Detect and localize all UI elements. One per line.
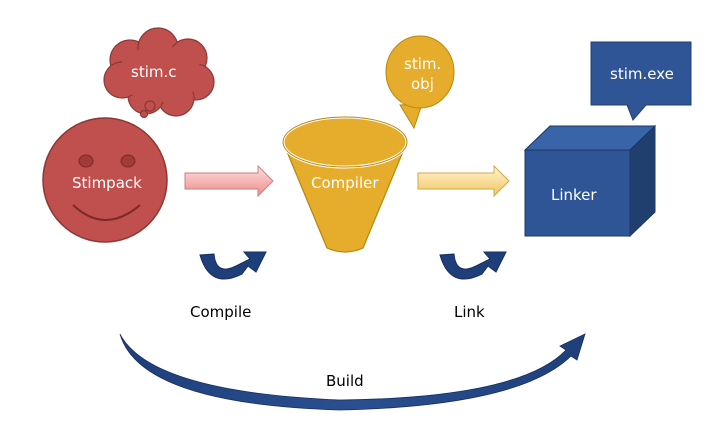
executable-callout	[590, 41, 692, 121]
object-file-bubble	[385, 35, 455, 130]
smile-icon	[72, 204, 141, 221]
executable-label: stim.exe	[610, 65, 674, 83]
linker-label: Linker	[551, 186, 597, 204]
stimpack-face	[42, 117, 168, 243]
build-arc	[119, 333, 586, 411]
linker-cube	[523, 124, 657, 238]
link-arrow	[417, 164, 510, 198]
compile-step-label: Compile	[190, 303, 252, 321]
object-file-label-line2: obj	[411, 75, 434, 93]
compiler-funnel	[281, 115, 409, 253]
source-file-cloud	[103, 27, 215, 119]
right-eye-icon	[120, 154, 136, 168]
compiler-label: Compiler	[311, 174, 379, 192]
compile-arrow	[184, 164, 274, 198]
compile-cycle-icon	[199, 251, 267, 280]
source-file-label: stim.c	[131, 63, 177, 81]
link-cycle-icon	[439, 251, 507, 280]
stimpack-label: Stimpack	[72, 174, 142, 192]
build-step-label: Build	[326, 372, 364, 390]
link-step-label: Link	[454, 303, 485, 321]
left-eye-icon	[78, 154, 94, 168]
object-file-label-line1: stim.	[404, 55, 442, 73]
